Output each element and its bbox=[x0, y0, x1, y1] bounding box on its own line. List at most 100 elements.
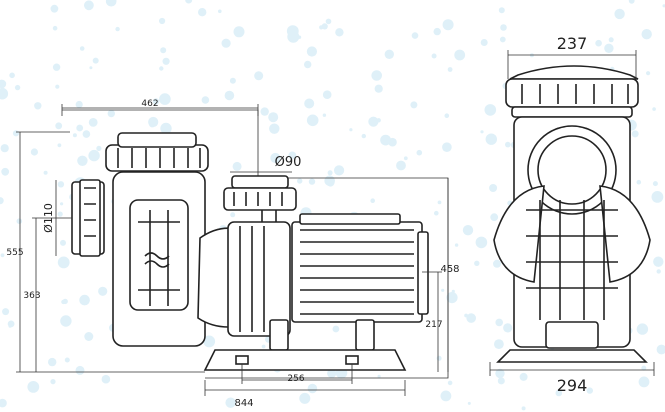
background-dot bbox=[480, 130, 484, 134]
background-dot bbox=[505, 141, 511, 148]
background-dot bbox=[652, 107, 656, 111]
dim-motor-height: 458 bbox=[440, 264, 459, 275]
strainer-lid bbox=[105, 132, 209, 172]
background-dot bbox=[411, 32, 419, 39]
background-dot bbox=[0, 79, 7, 89]
background-dot bbox=[377, 374, 381, 378]
background-dot bbox=[76, 124, 84, 132]
background-dot bbox=[653, 256, 664, 267]
volute bbox=[197, 221, 291, 337]
background-dot bbox=[230, 212, 236, 218]
background-dot bbox=[198, 8, 207, 17]
background-dot bbox=[308, 178, 316, 185]
background-dot bbox=[88, 118, 98, 127]
dim-inlet-diameter: Ø110 bbox=[42, 203, 55, 233]
background-dot bbox=[89, 66, 93, 70]
background-dot bbox=[16, 218, 23, 224]
side-base bbox=[496, 349, 648, 363]
background-dot bbox=[396, 160, 406, 171]
background-dot bbox=[57, 143, 62, 148]
background-dot bbox=[52, 63, 61, 71]
background-dot bbox=[326, 178, 335, 187]
background-dot bbox=[160, 122, 172, 135]
dimension-lines bbox=[16, 104, 449, 396]
background-dot bbox=[497, 377, 505, 385]
background-dot bbox=[299, 392, 311, 404]
background-dot bbox=[374, 84, 383, 93]
background-dot bbox=[454, 49, 466, 61]
background-dot bbox=[447, 380, 453, 386]
background-dot bbox=[304, 98, 315, 109]
background-dot bbox=[27, 381, 40, 393]
background-dot bbox=[105, 0, 117, 7]
background-dot bbox=[8, 324, 12, 328]
background-dot bbox=[185, 0, 193, 4]
background-dot bbox=[519, 372, 528, 381]
background-dot bbox=[446, 292, 458, 304]
background-dot bbox=[662, 4, 665, 8]
background-dot bbox=[462, 225, 474, 236]
side-lid bbox=[505, 65, 639, 118]
dim-top-width: 237 bbox=[557, 34, 588, 53]
background-dot bbox=[442, 19, 454, 31]
background-dot bbox=[162, 57, 170, 65]
background-dot bbox=[221, 38, 231, 48]
background-dot bbox=[447, 67, 453, 72]
background-dot bbox=[57, 211, 63, 217]
dim-total-length: 844 bbox=[234, 398, 253, 409]
strainer-housing bbox=[112, 171, 206, 347]
background-dot bbox=[614, 8, 625, 20]
background-dot bbox=[306, 46, 317, 57]
background-dot bbox=[495, 368, 505, 379]
background-dot bbox=[159, 66, 164, 71]
background-dot bbox=[98, 286, 108, 296]
background-dot bbox=[484, 104, 497, 116]
background-dot bbox=[646, 71, 651, 76]
background-dot bbox=[641, 365, 647, 371]
background-dot bbox=[631, 130, 639, 138]
background-dot bbox=[384, 49, 394, 59]
background-dot bbox=[12, 130, 20, 137]
background-dot bbox=[475, 236, 488, 249]
background-dot bbox=[371, 70, 383, 81]
background-dot bbox=[370, 198, 376, 203]
background-dot bbox=[433, 27, 441, 36]
background-dot bbox=[84, 0, 94, 11]
side-view: 237 294 bbox=[489, 34, 655, 395]
background-dot bbox=[498, 7, 505, 14]
dim-base-width: 294 bbox=[557, 376, 588, 395]
background-dot bbox=[361, 133, 366, 139]
background-dot bbox=[55, 84, 60, 89]
background-dot bbox=[586, 387, 593, 394]
background-dot bbox=[2, 308, 10, 316]
background-dot bbox=[444, 113, 450, 118]
background-dot bbox=[9, 72, 15, 79]
background-dot bbox=[72, 133, 77, 138]
background-dot bbox=[96, 145, 102, 151]
background-dot bbox=[286, 25, 299, 37]
pump-base bbox=[203, 319, 407, 371]
background-dot bbox=[233, 26, 245, 38]
background-dot bbox=[304, 60, 312, 69]
background-dot bbox=[288, 151, 297, 160]
background-dot bbox=[268, 112, 279, 123]
background-dot bbox=[334, 165, 345, 176]
background-dot bbox=[480, 39, 488, 46]
dim-overall-height: 555 bbox=[6, 248, 23, 258]
dim-base-bolt-spacing: 256 bbox=[287, 374, 304, 384]
background-dot bbox=[503, 323, 513, 333]
background-dot bbox=[521, 406, 526, 411]
background-dot bbox=[0, 87, 9, 100]
background-dot bbox=[437, 200, 442, 205]
background-dot bbox=[608, 37, 614, 43]
background-dot bbox=[322, 90, 332, 99]
background-dot bbox=[638, 376, 650, 388]
background-dot bbox=[0, 398, 7, 408]
background-dot bbox=[555, 389, 563, 397]
background-dot bbox=[218, 9, 222, 14]
background-dot bbox=[50, 4, 59, 13]
background-dot bbox=[0, 197, 4, 205]
background-dot bbox=[232, 161, 242, 171]
background-dot bbox=[201, 96, 210, 104]
dim-shaft-height: 217 bbox=[425, 320, 442, 330]
